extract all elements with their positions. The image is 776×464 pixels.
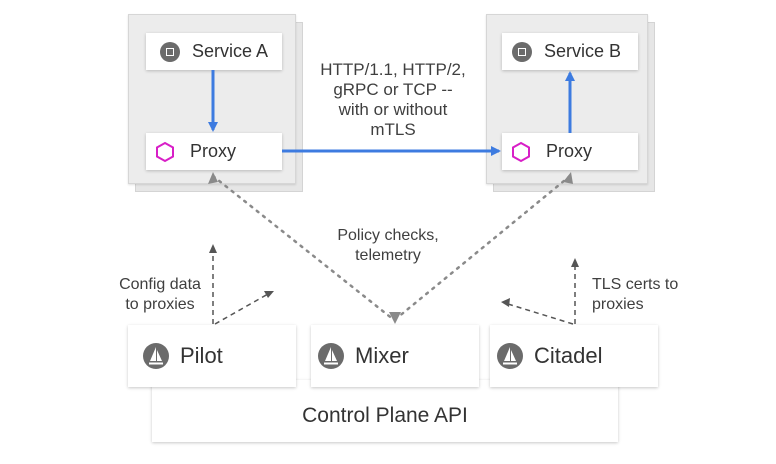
citadel-dashed-diag [507, 303, 574, 325]
service-b-label: Service B [544, 41, 622, 61]
policy-dotted-left [211, 174, 396, 322]
pilot-dashed-diag [214, 293, 269, 325]
proxy-b-label: Proxy [546, 141, 593, 161]
chip-icon [512, 41, 532, 62]
sail-icon [143, 343, 169, 369]
policy-note: Policy checks, telemetry [310, 226, 466, 266]
service-a-label: Service A [192, 41, 269, 61]
protocol-note-line: HTTP/1.1, HTTP/2, [320, 60, 466, 79]
sail-icon [497, 343, 523, 369]
mixer-card[interactable]: Mixer [311, 325, 479, 387]
protocol-note: HTTP/1.1, HTTP/2, gRPC or TCP -- with or… [300, 60, 486, 140]
hexagon-icon [156, 141, 174, 162]
service-b-card[interactable]: Service B [502, 33, 638, 70]
tls-note: TLS certs to proxies [592, 275, 704, 315]
config-note-line: to proxies [125, 296, 195, 313]
policy-note-line: telemetry [355, 247, 421, 264]
tls-note-line: TLS certs to [592, 276, 679, 293]
chip-icon [160, 41, 180, 62]
mixer-label: Mixer [355, 343, 409, 368]
arrowhead-up-right [563, 172, 573, 184]
sail-icon [318, 343, 344, 369]
policy-dotted-right [395, 174, 572, 320]
pilot-card[interactable]: Pilot [128, 325, 296, 387]
citadel-card[interactable]: Citadel [490, 325, 658, 387]
proxy-b-card[interactable]: Proxy [502, 133, 638, 170]
hexagon-icon [512, 141, 530, 162]
arrowhead-down-mixer [389, 312, 401, 324]
arrowhead-citadel-diag [501, 298, 510, 307]
policy-note-line: Policy checks, [337, 227, 439, 244]
config-note-line: Config data [119, 276, 201, 293]
pilot-label: Pilot [180, 343, 223, 368]
config-note: Config data to proxies [104, 275, 216, 315]
proxy-a-label: Proxy [190, 141, 237, 161]
protocol-note-line: with or without [338, 100, 448, 119]
arrowhead-pilot-up [209, 244, 217, 253]
service-a-card[interactable]: Service A [146, 33, 282, 70]
protocol-note-line: mTLS [370, 120, 416, 139]
arrowhead-citadel-up [571, 258, 579, 267]
control-plane-api-label: Control Plane API [302, 404, 468, 427]
tls-note-line: proxies [592, 296, 644, 313]
citadel-label: Citadel [534, 343, 603, 368]
arrowhead-up-left [208, 172, 218, 184]
control-plane-api[interactable]: Control Plane API [152, 380, 618, 442]
proxy-a-card[interactable]: Proxy [146, 133, 282, 170]
arrowhead-pilot-diag [264, 291, 274, 298]
protocol-note-line: gRPC or TCP -- [333, 80, 453, 99]
